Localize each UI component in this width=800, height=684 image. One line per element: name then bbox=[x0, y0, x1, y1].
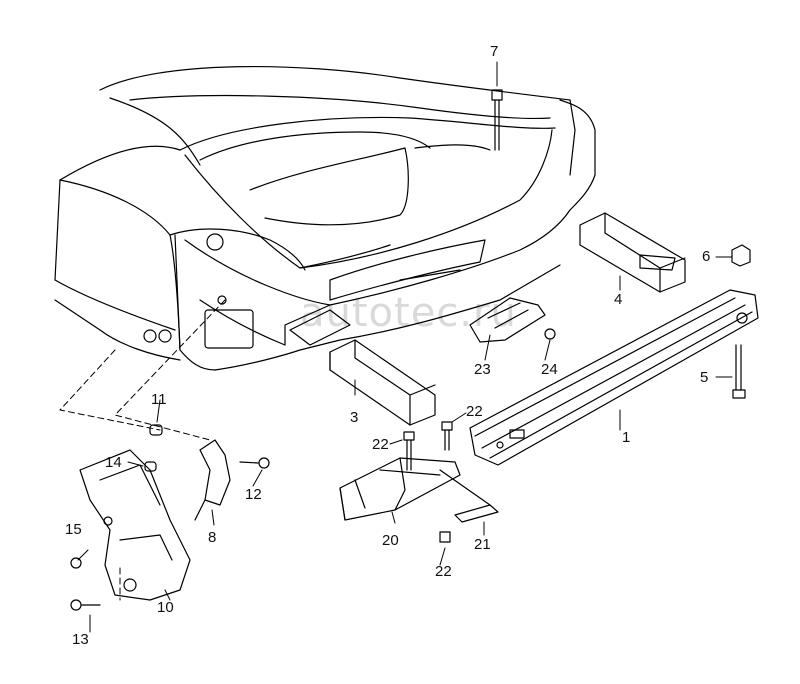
callout-5: 5 bbox=[700, 369, 709, 386]
crash-box-part-4 bbox=[579, 212, 686, 293]
callout-11: 11 bbox=[151, 391, 167, 408]
callout-10: 10 bbox=[157, 599, 174, 616]
fasteners bbox=[70, 89, 751, 611]
callout-22-bottom: 22 bbox=[435, 563, 452, 580]
callout-20: 20 bbox=[382, 532, 399, 549]
callout-14: 14 bbox=[105, 454, 122, 471]
callout-22-left: 22 bbox=[372, 436, 389, 453]
callout-7: 7 bbox=[490, 43, 499, 60]
crash-box-part-3 bbox=[289, 309, 436, 426]
callout-3: 3 bbox=[350, 409, 359, 426]
callout-23: 23 bbox=[474, 361, 491, 378]
callout-8: 8 bbox=[208, 529, 217, 546]
callout-12: 12 bbox=[245, 486, 262, 503]
callout-1: 1 bbox=[622, 429, 631, 446]
bracket-part-23 bbox=[469, 297, 556, 343]
callout-13: 13 bbox=[72, 631, 89, 648]
clip-part-21 bbox=[439, 469, 499, 523]
callout-15: 15 bbox=[65, 521, 82, 538]
callout-22-top: 22 bbox=[466, 403, 483, 420]
bracket-part-20 bbox=[339, 457, 461, 521]
callout-6: 6 bbox=[702, 248, 711, 265]
mounting-plate-part-10 bbox=[79, 449, 191, 601]
callout-4: 4 bbox=[614, 291, 623, 308]
callout-24: 24 bbox=[541, 361, 558, 378]
bumper-beam-part-1 bbox=[469, 289, 759, 466]
callout-21: 21 bbox=[474, 536, 491, 553]
car-body-rear bbox=[54, 65, 596, 371]
bracket-part-8 bbox=[194, 439, 231, 521]
leader-lines bbox=[59, 61, 733, 633]
